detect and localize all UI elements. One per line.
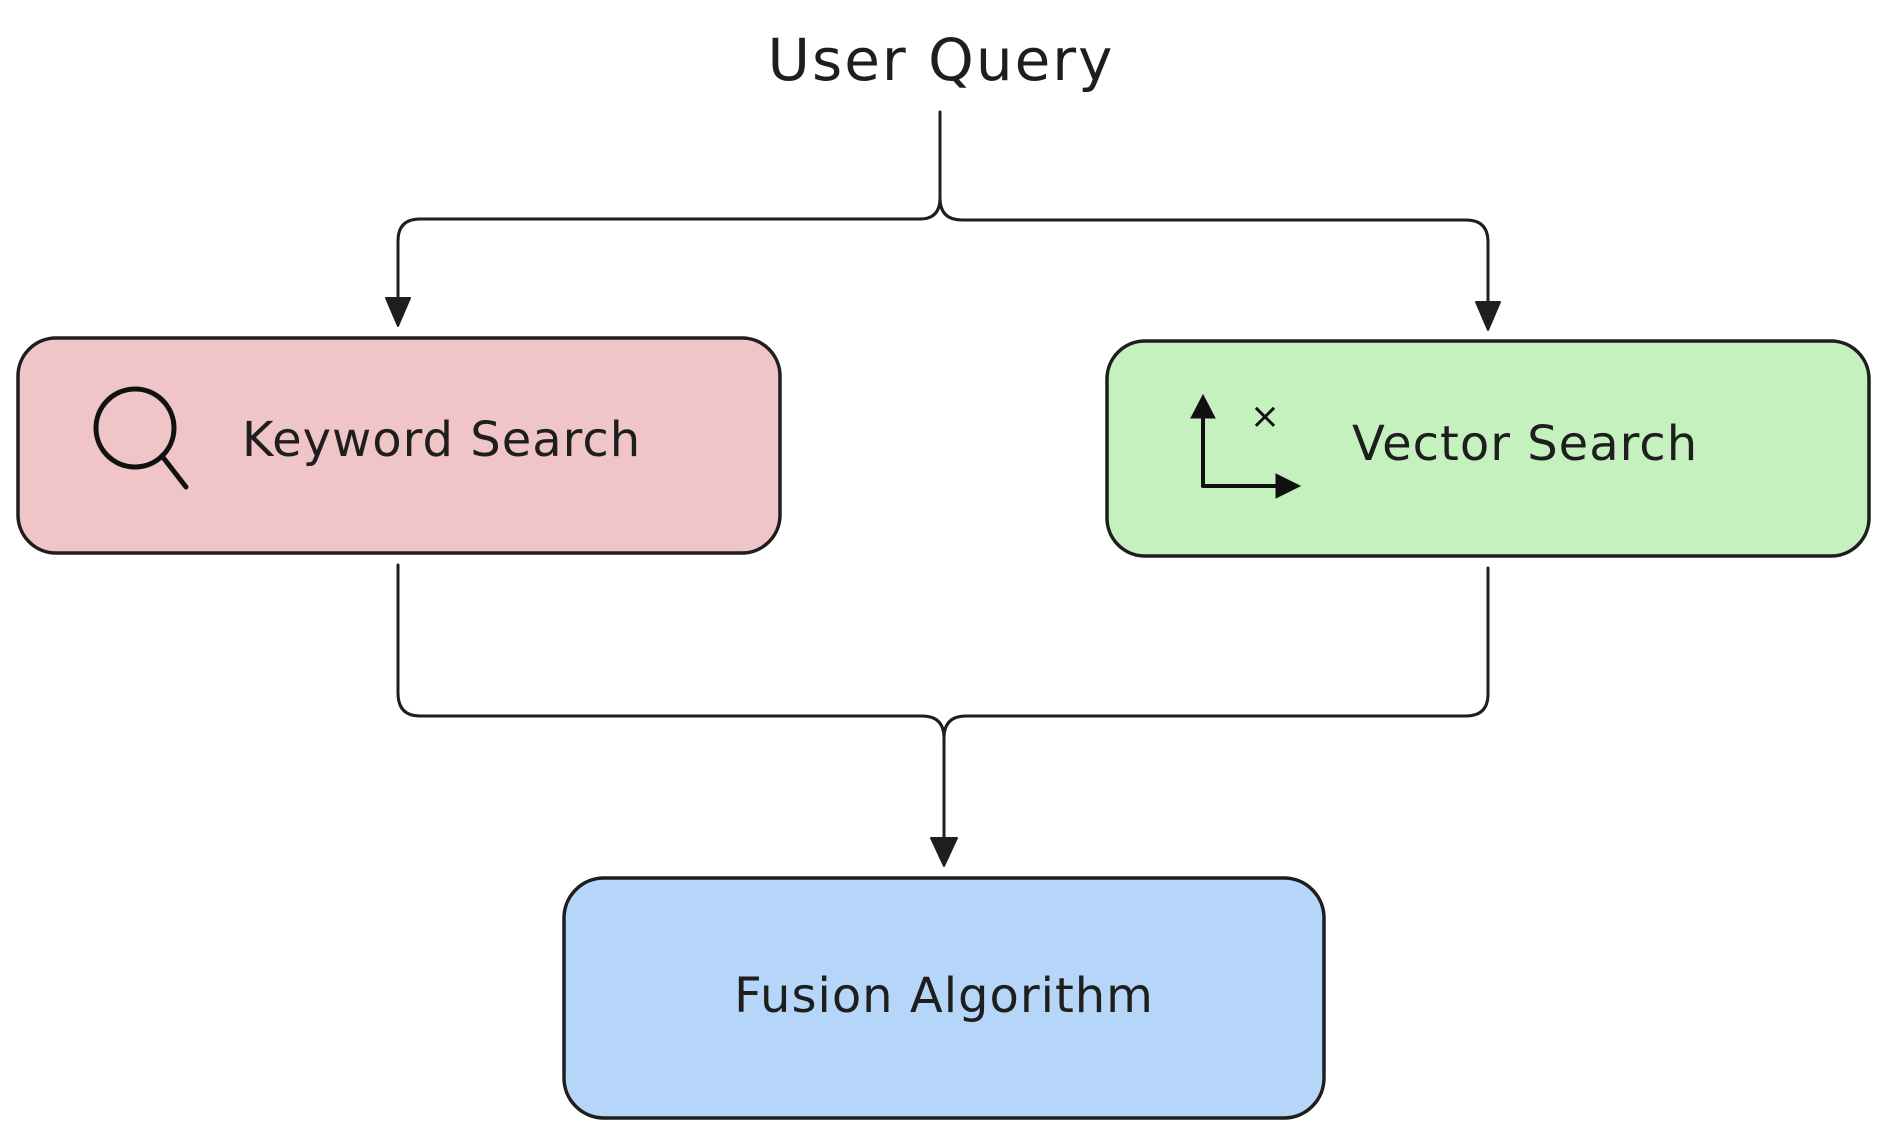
connector-query-to-vector [938, 196, 1490, 306]
fusion-algorithm-box [562, 876, 1326, 1120]
vector-search-label: Vector Search [1352, 416, 1698, 472]
connector-keyword-to-fusion [396, 563, 946, 740]
fusion-algorithm-node: Fusion Algorithm [562, 876, 1326, 1120]
arrowhead-to-keyword [385, 297, 411, 327]
keyword-search-box [16, 336, 782, 555]
vector-axes-icon: × [1190, 393, 1302, 499]
vector-search-node: × Vector Search [1105, 339, 1871, 558]
arrowhead-to-fusion [930, 837, 958, 867]
vector-axes-x-mark: × [1250, 396, 1280, 437]
connector-vector-to-fusion [942, 566, 1490, 844]
merge-connector [396, 563, 1490, 867]
arrowhead-to-vector [1475, 301, 1501, 331]
split-connector [385, 110, 1501, 331]
keyword-search-node: Keyword Search [16, 336, 782, 555]
fusion-algorithm-label: Fusion Algorithm [734, 968, 1154, 1024]
user-query-title: User Query [768, 26, 1115, 94]
vector-search-box [1105, 339, 1871, 558]
connector-query-to-keyword [396, 110, 942, 302]
magnifier-search-icon [93, 386, 189, 490]
keyword-search-label: Keyword Search [242, 412, 641, 468]
